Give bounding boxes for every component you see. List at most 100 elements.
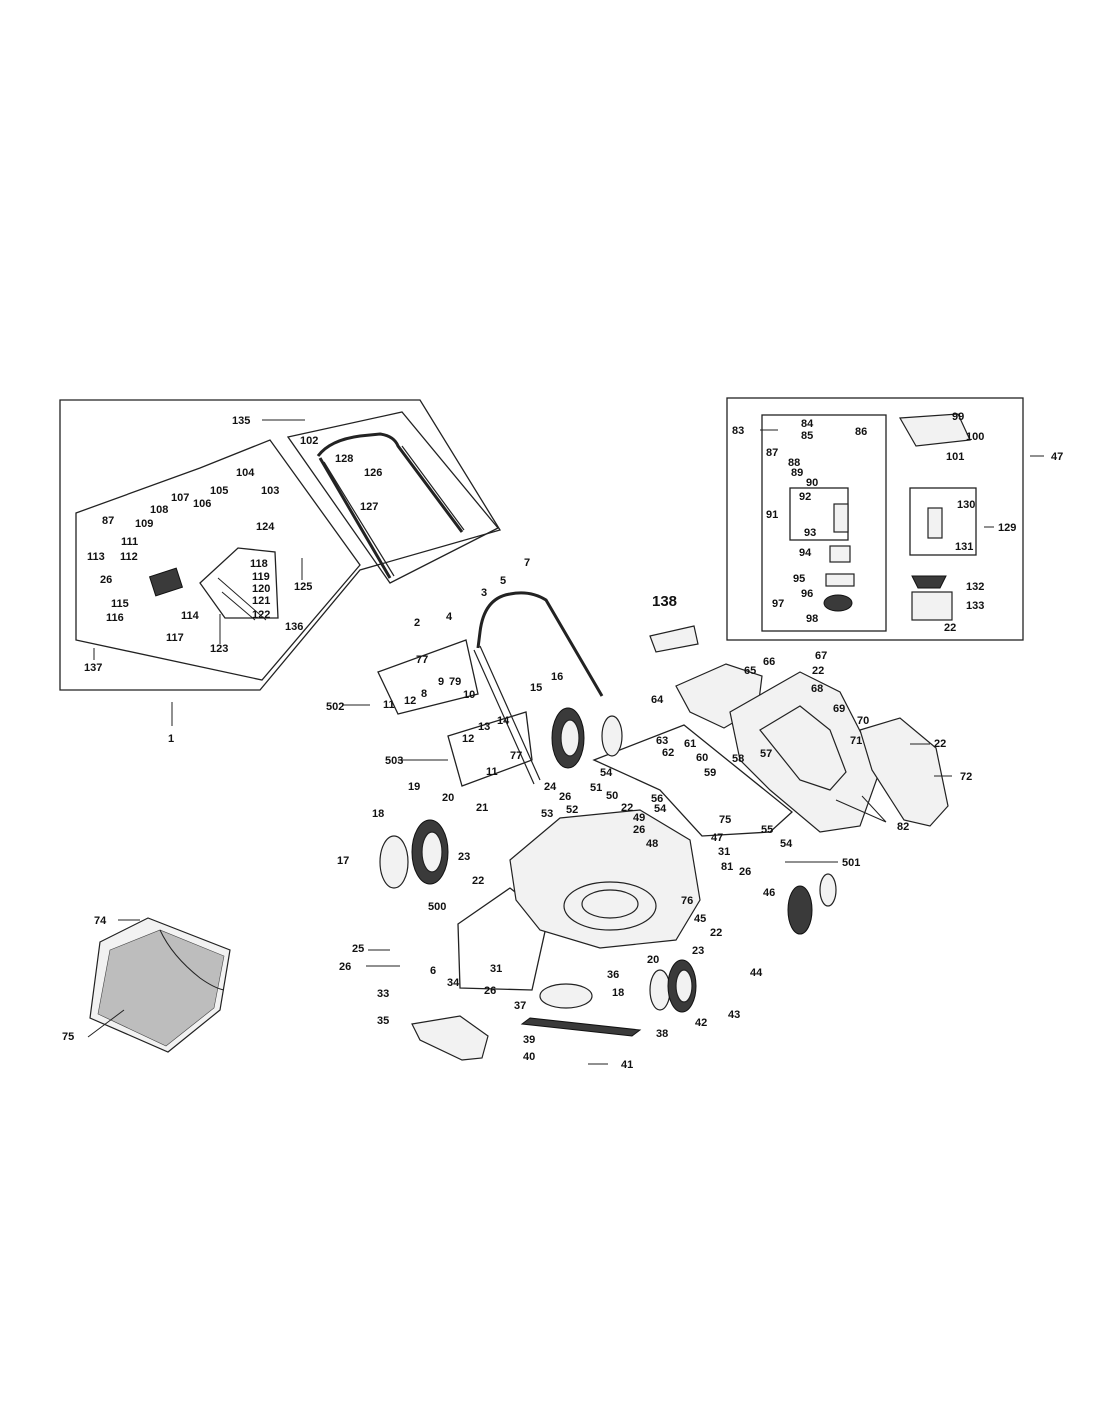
motor-assembly-frame <box>726 397 1024 641</box>
callout-57: 57 <box>760 748 772 760</box>
callout-72: 72 <box>960 771 972 783</box>
grass-box <box>89 917 231 1053</box>
handle-assembly-frame <box>59 399 502 691</box>
callout-47b: 47 <box>1051 451 1063 463</box>
rear-wheels <box>379 707 623 889</box>
callout-94: 94 <box>799 547 812 559</box>
callout-84: 84 <box>801 418 814 430</box>
callout-37: 37 <box>514 1000 526 1012</box>
callout-86: 86 <box>855 426 867 438</box>
callout-503: 503 <box>385 755 403 767</box>
callout-2: 2 <box>414 617 420 629</box>
callout-67: 67 <box>815 650 827 662</box>
callout-65: 65 <box>744 665 756 677</box>
callout-11a: 11 <box>383 699 395 711</box>
callout-22a: 22 <box>472 875 484 887</box>
callout-102: 102 <box>300 435 318 447</box>
callout-120: 120 <box>252 583 270 595</box>
callout-16: 16 <box>551 671 563 683</box>
callout-44: 44 <box>750 967 763 979</box>
rear-flap <box>859 717 949 827</box>
callout-5: 5 <box>500 575 506 587</box>
callout-96: 96 <box>801 588 813 600</box>
callout-133: 133 <box>966 600 984 612</box>
callout-126: 126 <box>364 467 382 479</box>
callout-12b: 12 <box>462 733 474 745</box>
callout-88: 88 <box>788 457 800 469</box>
callout-87b: 87 <box>102 515 114 527</box>
callout-112: 112 <box>120 551 138 563</box>
mulch-plug <box>411 1015 489 1061</box>
callout-17: 17 <box>337 855 349 867</box>
callout-90: 90 <box>806 477 818 489</box>
callout-104: 104 <box>236 467 255 479</box>
callout-54b: 54 <box>654 803 667 815</box>
callout-119: 119 <box>252 571 270 583</box>
callout-10: 10 <box>463 689 475 701</box>
callout-6: 6 <box>430 965 436 977</box>
callout-22c: 22 <box>710 927 722 939</box>
callout-502: 502 <box>326 701 344 713</box>
callout-109: 109 <box>135 518 153 530</box>
callout-97: 97 <box>772 598 784 610</box>
callout-111: 111 <box>121 536 138 548</box>
callout-58: 58 <box>732 753 744 765</box>
callout-128: 128 <box>335 453 353 465</box>
callout-501: 501 <box>842 857 860 869</box>
lower-handle <box>473 591 604 785</box>
callout-62: 62 <box>662 747 674 759</box>
callout-50: 50 <box>606 790 618 802</box>
callout-70: 70 <box>857 715 869 727</box>
callout-20a: 20 <box>442 792 454 804</box>
callout-54c: 54 <box>780 838 793 850</box>
callout-138: 138 <box>652 593 677 610</box>
callout-4: 4 <box>446 611 453 623</box>
callout-76: 76 <box>681 895 693 907</box>
callout-100: 100 <box>966 431 984 443</box>
callout-81: 81 <box>721 861 733 873</box>
mower-deck <box>509 809 701 949</box>
callout-51: 51 <box>590 782 602 794</box>
callout-69: 69 <box>833 703 845 715</box>
callout-labels: 1 2 3 4 5 6 7 8 9 10 11 11 12 12 13 14 1… <box>62 411 1063 1071</box>
callout-49: 49 <box>633 812 645 824</box>
callout-46: 46 <box>763 887 775 899</box>
callout-98: 98 <box>806 613 818 625</box>
callout-124: 124 <box>256 521 275 533</box>
callout-42: 42 <box>695 1017 707 1029</box>
callout-3: 3 <box>481 587 487 599</box>
switch-box <box>148 567 184 597</box>
callout-89: 89 <box>791 467 803 479</box>
callout-59: 59 <box>704 767 716 779</box>
callout-40: 40 <box>523 1051 535 1063</box>
callout-95: 95 <box>793 573 805 585</box>
callout-74: 74 <box>94 915 107 927</box>
callout-113: 113 <box>87 551 105 563</box>
callout-64: 64 <box>651 694 664 706</box>
callout-45: 45 <box>694 913 706 925</box>
callout-75a: 75 <box>62 1031 74 1043</box>
callout-83: 83 <box>732 425 744 437</box>
callout-11b: 11 <box>486 766 498 778</box>
callout-53: 53 <box>541 808 553 820</box>
callout-118: 118 <box>250 558 268 570</box>
callout-115: 115 <box>111 598 129 610</box>
callout-135: 135 <box>232 415 250 427</box>
warning-label <box>649 625 699 653</box>
callout-26b: 26 <box>484 985 496 997</box>
callout-136: 136 <box>285 621 303 633</box>
callout-8: 8 <box>421 688 427 700</box>
callout-99: 99 <box>952 411 964 423</box>
callout-1: 1 <box>168 733 174 745</box>
callout-38: 38 <box>656 1028 668 1040</box>
callout-123: 123 <box>210 643 228 655</box>
callout-36: 36 <box>607 969 619 981</box>
callout-132: 132 <box>966 581 984 593</box>
callout-101: 101 <box>946 451 964 463</box>
callout-105: 105 <box>210 485 228 497</box>
callout-121: 121 <box>252 595 270 607</box>
callout-56: 56 <box>651 793 663 805</box>
callout-47a: 47 <box>711 832 723 844</box>
callout-26c: 26 <box>559 791 571 803</box>
callout-77a: 77 <box>416 654 428 666</box>
